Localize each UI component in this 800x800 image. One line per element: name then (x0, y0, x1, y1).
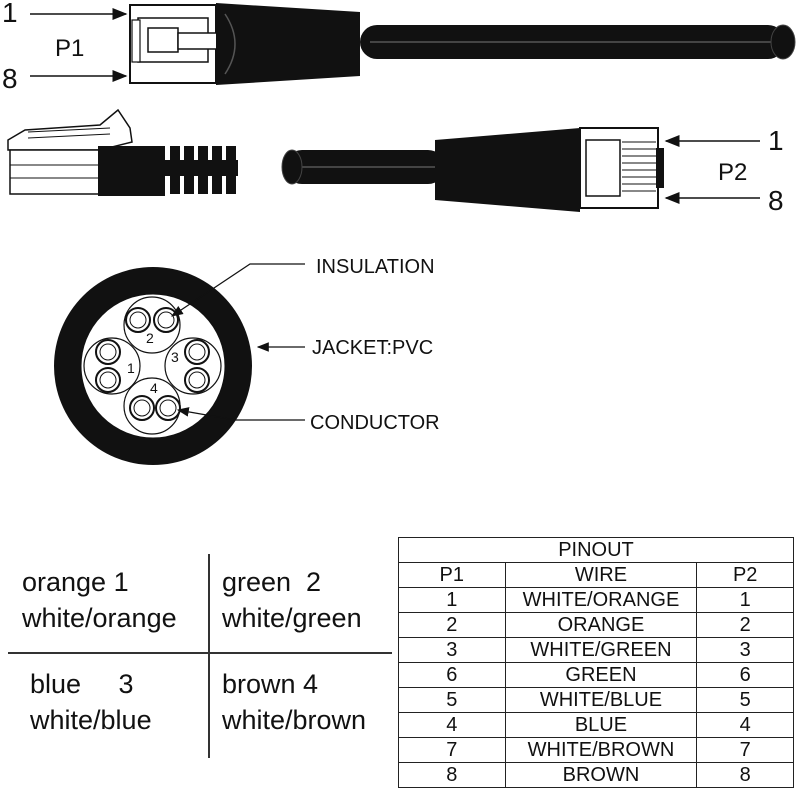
p2-name-label: P2 (718, 159, 747, 186)
pinout-cell-p1: 2 (398, 612, 506, 638)
p1-pin8-label: 8 (2, 63, 18, 94)
pinout-cell-wire: WHITE/BROWN (504, 737, 698, 763)
legend-pair-3: blue 3 white/blue (30, 666, 152, 738)
pinout-cell-p2: 1 (696, 587, 794, 613)
insulation-label: INSULATION (316, 256, 435, 278)
jacket-label: JACKET:PVC (312, 337, 433, 359)
legend-pair-1: orange 1 white/orange (22, 564, 177, 636)
pinout-cell-wire: GREEN (504, 662, 698, 688)
pinout-header-p1: P1 (398, 562, 506, 588)
conductor-label: CONDUCTOR (310, 412, 440, 434)
pinout-cell-p2: 7 (696, 737, 794, 763)
pair-color-legend: orange 1 white/orange green 2 white/gree… (8, 550, 400, 760)
cable-cross-section: 2 1 3 4 INSULATION JACKET:PVC CONDUCTOR (54, 256, 440, 465)
pinout-header-wire: WIRE (504, 562, 698, 588)
conductor-callout-line (176, 407, 305, 421)
insulation-callout-line (171, 263, 305, 317)
legend-horizontal-divider (8, 652, 392, 654)
pinout-cell-wire: WHITE/BLUE (504, 687, 698, 713)
pinout-cell-p2: 6 (696, 662, 794, 688)
pinout-cell-p1: 7 (398, 737, 506, 763)
p1-name-label: P1 (55, 35, 84, 62)
legend-pair-4: brown 4 white/brown (222, 666, 366, 738)
pinout-cell-p1: 6 (398, 662, 506, 688)
pinout-title: PINOUT (398, 537, 794, 563)
legend-pair-2-mate: white/green (222, 603, 362, 633)
pair-number-1: 1 (127, 360, 135, 376)
pinout-cell-p2: 5 (696, 687, 794, 713)
connector-p1: 1 8 P1 (2, 0, 796, 94)
pinout-cell-p2: 4 (696, 712, 794, 738)
connector-p2: 1 8 P2 (281, 125, 784, 216)
pinout-header-p2: P2 (696, 562, 794, 588)
connector-side-view (7, 108, 238, 196)
legend-pair-2-color: green 2 (222, 567, 322, 597)
cable-diagram: 1 8 P1 (2, 0, 796, 465)
pinout-cell-p1: 3 (398, 637, 506, 663)
pinout-cell-p1: 4 (398, 712, 506, 738)
pinout-cell-p1: 5 (398, 687, 506, 713)
pair-number-4: 4 (150, 380, 158, 396)
legend-pair-3-mate: white/blue (30, 705, 152, 735)
pinout-cell-p2: 8 (696, 762, 794, 788)
pinout-cell-p1: 8 (398, 762, 506, 788)
legend-pair-3-color: blue 3 (30, 669, 134, 699)
pinout-cell-p2: 2 (696, 612, 794, 638)
pinout-cell-wire: BLUE (504, 712, 698, 738)
p2-pin1-label: 1 (768, 125, 784, 156)
pinout-cell-wire: BROWN (504, 762, 698, 788)
legend-pair-4-color: brown 4 (222, 669, 319, 699)
legend-pair-1-color: orange 1 (22, 567, 129, 597)
p1-pin1-label: 1 (2, 0, 18, 28)
pinout-cell-p2: 3 (696, 637, 794, 663)
pair-number-3: 3 (171, 349, 179, 365)
pinout-cell-wire: ORANGE (504, 612, 698, 638)
pinout-cell-wire: WHITE/ORANGE (504, 587, 698, 613)
pair-number-2: 2 (146, 330, 154, 346)
legend-pair-1-mate: white/orange (22, 603, 177, 633)
pinout-header-row: P1 WIRE P2 (398, 562, 794, 588)
p2-pin8-label: 8 (768, 185, 784, 216)
legend-vertical-divider (208, 554, 210, 758)
legend-pair-2: green 2 white/green (222, 564, 362, 636)
pinout-cell-wire: WHITE/GREEN (504, 637, 698, 663)
legend-pair-4-mate: white/brown (222, 705, 367, 735)
pinout-cell-p1: 1 (398, 587, 506, 613)
